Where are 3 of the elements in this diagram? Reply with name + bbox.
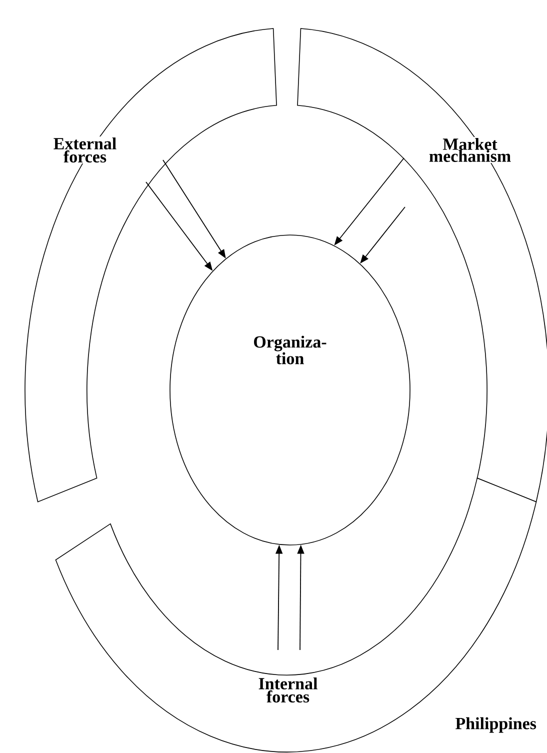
- place-label: Philippines: [456, 717, 536, 733]
- node-label: Internal forces: [258, 677, 318, 703]
- ellipse: [170, 234, 410, 546]
